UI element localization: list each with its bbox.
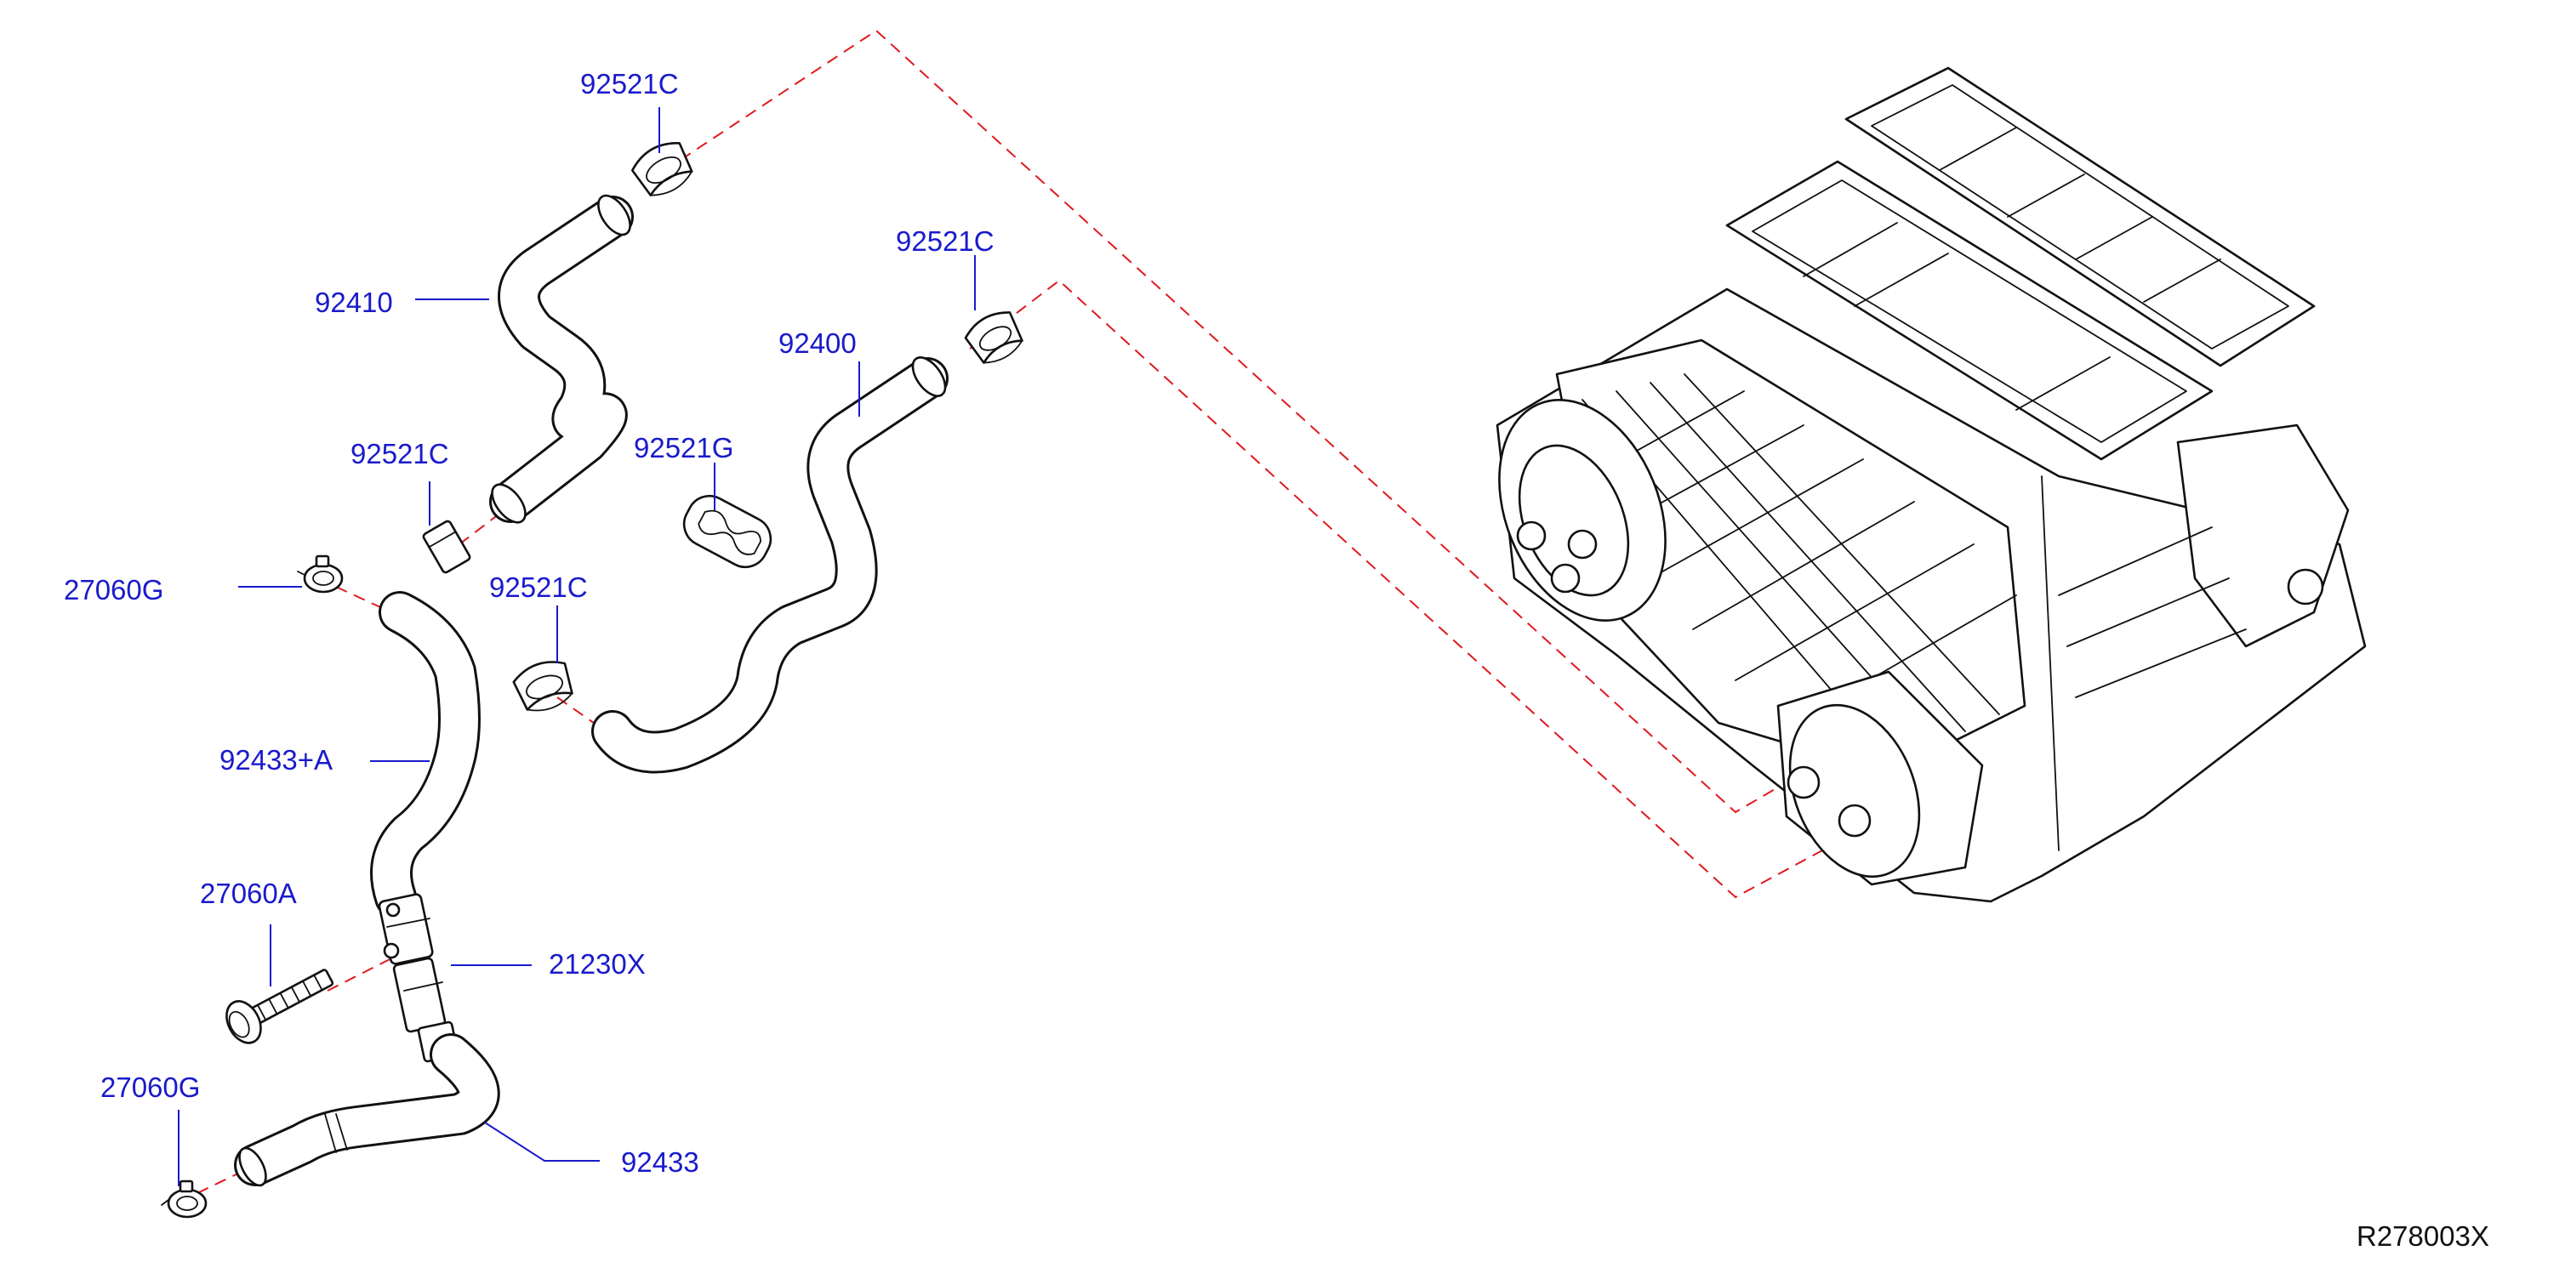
label-leader-lines xyxy=(178,107,976,1186)
label-clip-92521c-right: 92521C xyxy=(896,225,994,257)
part-labels: 92521C 92410 92521C 92400 92521C 92521G … xyxy=(64,68,2489,1252)
clip-92521c-left xyxy=(422,520,471,574)
label-hose-92410: 92410 xyxy=(315,287,393,318)
clamp-27060g-lower xyxy=(161,1180,208,1219)
label-clip-92521c-left: 92521C xyxy=(350,438,449,469)
label-valve-21230x: 21230X xyxy=(549,948,646,980)
clamp-92521g xyxy=(682,494,772,569)
label-hose-92400: 92400 xyxy=(778,327,857,359)
hose-92433-a xyxy=(370,591,481,918)
hose-92433 xyxy=(234,1033,500,1187)
diagram-reference-number: R278003X xyxy=(2357,1220,2489,1252)
label-clip-92521c-top: 92521C xyxy=(580,68,679,99)
bolt-27060a xyxy=(225,969,334,1044)
dash-line-92400-to-unit xyxy=(969,279,1847,899)
label-clamp-27060g-lower: 27060G xyxy=(100,1072,200,1103)
label-clamp-27060g-upper: 27060G xyxy=(64,574,163,605)
clip-92521c-top xyxy=(630,142,693,196)
hose-92400 xyxy=(591,356,949,774)
heater-unit-assembly xyxy=(1496,66,2367,903)
label-hose-92433: 92433 xyxy=(621,1146,699,1178)
clamp-27060g-upper xyxy=(297,554,344,594)
label-hose-92433-a: 92433+A xyxy=(219,744,333,776)
label-clip-92521c-lower: 92521C xyxy=(489,571,588,603)
dash-line-92521c-lower xyxy=(556,696,601,728)
clip-92521c-lower xyxy=(512,661,573,712)
dash-line-27060a-bolt xyxy=(327,953,401,992)
label-bolt-27060a: 27060A xyxy=(200,878,297,909)
clip-92521c-right xyxy=(964,311,1023,364)
hose-92410 xyxy=(489,194,634,524)
label-clamp-92521g: 92521G xyxy=(634,432,733,463)
